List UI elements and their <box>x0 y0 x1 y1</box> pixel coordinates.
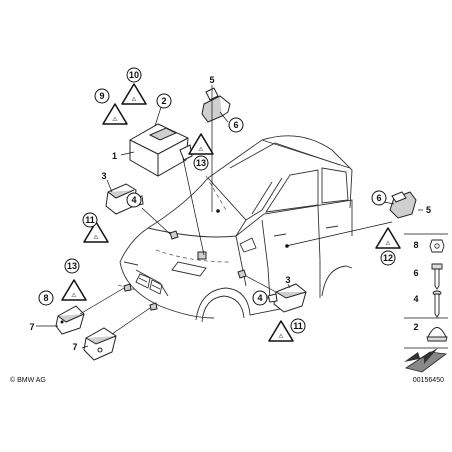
svg-text:⚠: ⚠ <box>385 240 391 247</box>
callout-4a: 4 <box>131 195 136 205</box>
callouts: 1 2 9 10 5 6 13 3 11 4 13 8 7 7 3 4 11 6… <box>29 67 431 352</box>
leader-lines <box>36 85 423 349</box>
airbag-warning-icon: ⚠ <box>83 221 109 243</box>
legend-num-4: 4 <box>413 294 418 304</box>
svg-text:⚠: ⚠ <box>112 116 118 123</box>
gasket-arrow-icon <box>404 348 448 373</box>
front-sensor-part-lower <box>83 327 117 361</box>
legend-num-8: 8 <box>413 240 418 250</box>
callout-circle-11b <box>290 318 306 334</box>
copyright-text: © BMW AG <box>10 376 46 384</box>
callout-11a: 11 <box>85 215 95 225</box>
callout-circle-9 <box>94 88 110 104</box>
callout-5b: 5 <box>426 205 431 215</box>
callout-4b: 4 <box>257 293 262 303</box>
callout-circle-11a <box>82 212 98 228</box>
mounting-points <box>123 209 289 311</box>
callout-10: 10 <box>129 70 139 80</box>
callout-8: 8 <box>43 293 48 303</box>
b-pillar-sensor-part <box>201 87 231 123</box>
callout-circle-4b <box>252 290 268 306</box>
c-pillar-sensor-part <box>389 191 417 219</box>
callout-circle-8 <box>38 290 54 306</box>
svg-text:⚠: ⚠ <box>278 333 284 340</box>
callout-5a: 5 <box>209 75 214 85</box>
callout-7a: 7 <box>29 322 34 332</box>
callout-12: 12 <box>383 253 393 263</box>
airbag-warning-icon: ⚠ <box>61 279 87 301</box>
diagram-number: 00156450 <box>413 377 444 384</box>
callout-3b: 3 <box>285 275 290 285</box>
bolt-icon <box>432 290 442 318</box>
callout-circle-13b <box>64 258 80 274</box>
callout-1: 1 <box>112 151 117 161</box>
svg-text:⚠: ⚠ <box>71 292 77 299</box>
legend-num-6: 6 <box>413 268 418 278</box>
svg-text:⚠: ⚠ <box>131 96 137 103</box>
callout-2: 2 <box>161 96 166 106</box>
callout-circle-6a <box>228 117 244 133</box>
parts-legend: 8 6 4 2 <box>404 233 448 373</box>
screw-icon <box>431 263 443 290</box>
callout-7b: 7 <box>72 342 77 352</box>
svg-text:⚠: ⚠ <box>93 234 99 241</box>
callout-circle-4a <box>126 192 142 208</box>
airbag-warning-icon: ⚠ <box>121 83 147 105</box>
callout-6a: 6 <box>233 120 238 130</box>
callout-6b: 6 <box>376 193 381 203</box>
side-sensor-part-lower <box>267 283 307 313</box>
airbag-warning-icon: ⚠ <box>375 227 401 249</box>
cap-icon <box>426 327 448 342</box>
callout-circle-2 <box>156 93 172 109</box>
nut-icon <box>429 239 445 253</box>
callout-circle-10 <box>126 67 142 83</box>
callout-9: 9 <box>99 91 104 101</box>
front-sensor-part-upper <box>55 305 85 335</box>
callout-11b: 11 <box>293 321 303 331</box>
airbag-warning-icon: ⚠ <box>102 103 128 125</box>
callout-circle-12 <box>380 250 396 266</box>
airbag-warning-icon: ⚠ <box>188 133 214 155</box>
callout-13a: 13 <box>196 158 206 168</box>
callout-13b: 13 <box>67 261 77 271</box>
airbag-warning-icon: ⚠ <box>268 320 294 342</box>
callout-circle-13a <box>193 155 209 171</box>
vehicle-outline <box>117 135 353 323</box>
kidney-grille <box>135 273 163 295</box>
warning-triangles: ⚠ ⚠ ⚠ ⚠ ⚠ ⚠ ⚠ <box>61 83 401 342</box>
callout-3a: 3 <box>101 171 106 181</box>
airbag-control-unit-part <box>129 123 193 177</box>
legend-num-2: 2 <box>413 322 418 332</box>
svg-text:⚠: ⚠ <box>198 146 204 153</box>
callout-circle-6b <box>371 190 387 206</box>
